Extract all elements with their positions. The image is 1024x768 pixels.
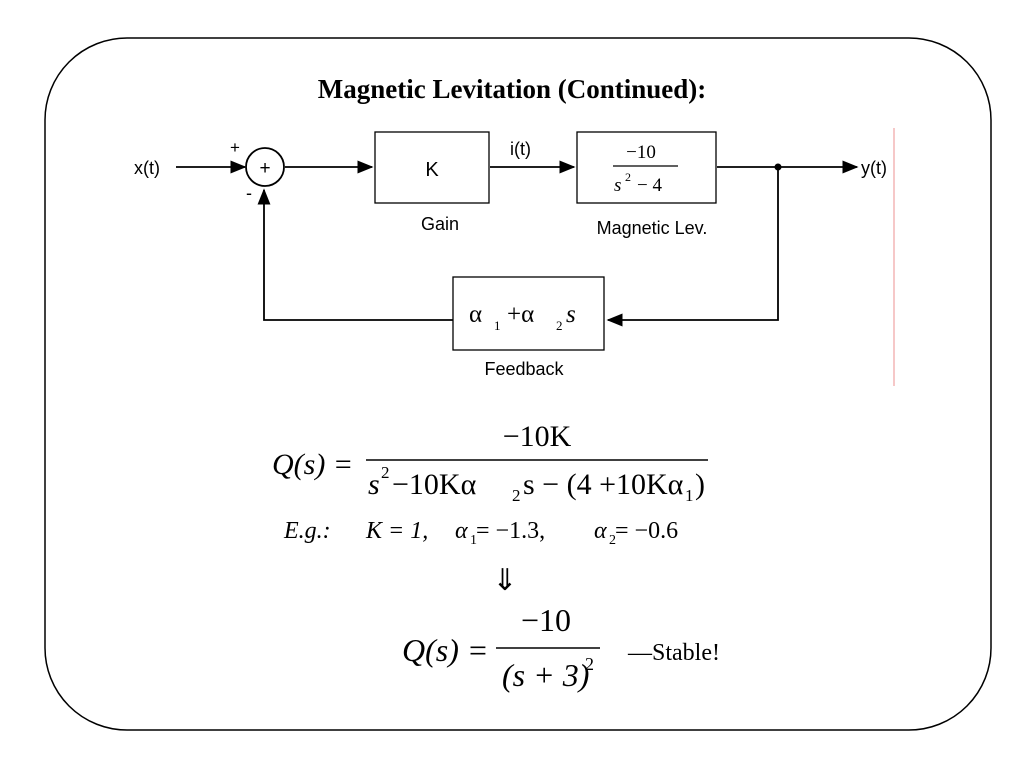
signal-label: i(t) <box>510 139 531 159</box>
minus-sign: - <box>246 183 252 203</box>
eg-a1-sym: α <box>455 518 468 544</box>
input-label: x(t) <box>134 158 160 178</box>
q-den-sub1: 1 <box>685 486 694 505</box>
q-den-s2: s − (4 +10Kα <box>523 468 684 501</box>
q-den-mid: −10Kα <box>392 468 477 501</box>
result-numerator: −10 <box>521 602 571 638</box>
output-label: y(t) <box>861 158 887 178</box>
result-den-exp: 2 <box>585 654 594 674</box>
q-numerator: −10K <box>503 420 572 453</box>
plant-den-rest: − 4 <box>637 175 662 196</box>
feedback-alpha1: α <box>469 301 482 328</box>
gain-block <box>374 131 490 204</box>
q-den-sub2: 2 <box>512 486 521 505</box>
gain-caption: Gain <box>421 214 459 234</box>
eg-a2-sub: 2 <box>609 533 616 548</box>
plant-numerator: −10 <box>626 142 656 163</box>
eg-a2-sym: α <box>594 518 607 544</box>
implies-arrow: ⇓ <box>492 563 517 598</box>
feedback-caption: Feedback <box>484 359 564 379</box>
summing-junction <box>245 147 285 187</box>
feedback-plus-alpha: +α <box>507 301 534 328</box>
slide-title: Magnetic Levitation (Continued): <box>317 74 707 104</box>
q-lhs: Q(s) = <box>272 448 353 481</box>
eg-label: E.g.: <box>283 518 331 544</box>
summer-symbol: + <box>259 158 270 179</box>
gain-value: K <box>425 159 439 181</box>
eg-a2-val: = −0.6 <box>615 518 678 544</box>
plant-den-s: s <box>614 175 621 196</box>
result-den: (s + 3) <box>502 657 589 693</box>
feedback-path-return <box>257 188 453 321</box>
plant-den-exp: 2 <box>625 170 631 184</box>
plant-caption: Magnetic Lev. <box>597 218 708 238</box>
feedback-sub1: 1 <box>494 318 501 333</box>
q-den-close: ) <box>695 468 705 501</box>
plus-sign: + <box>230 138 240 157</box>
feedback-block <box>452 276 605 351</box>
feedback-path-down <box>606 167 779 327</box>
plant-block <box>576 131 717 204</box>
eg-a1-val: = −1.3, <box>476 518 545 544</box>
q-den-s: s <box>368 468 380 501</box>
eg-a1-sub: 1 <box>470 533 477 548</box>
feedback-sub2: 2 <box>556 318 563 333</box>
result-note: —Stable! <box>627 640 720 666</box>
q-den-exp: 2 <box>381 463 390 482</box>
eg-k: K = 1, <box>365 518 428 544</box>
result-lhs: Q(s) = <box>402 632 488 668</box>
feedback-s: s <box>566 301 576 328</box>
